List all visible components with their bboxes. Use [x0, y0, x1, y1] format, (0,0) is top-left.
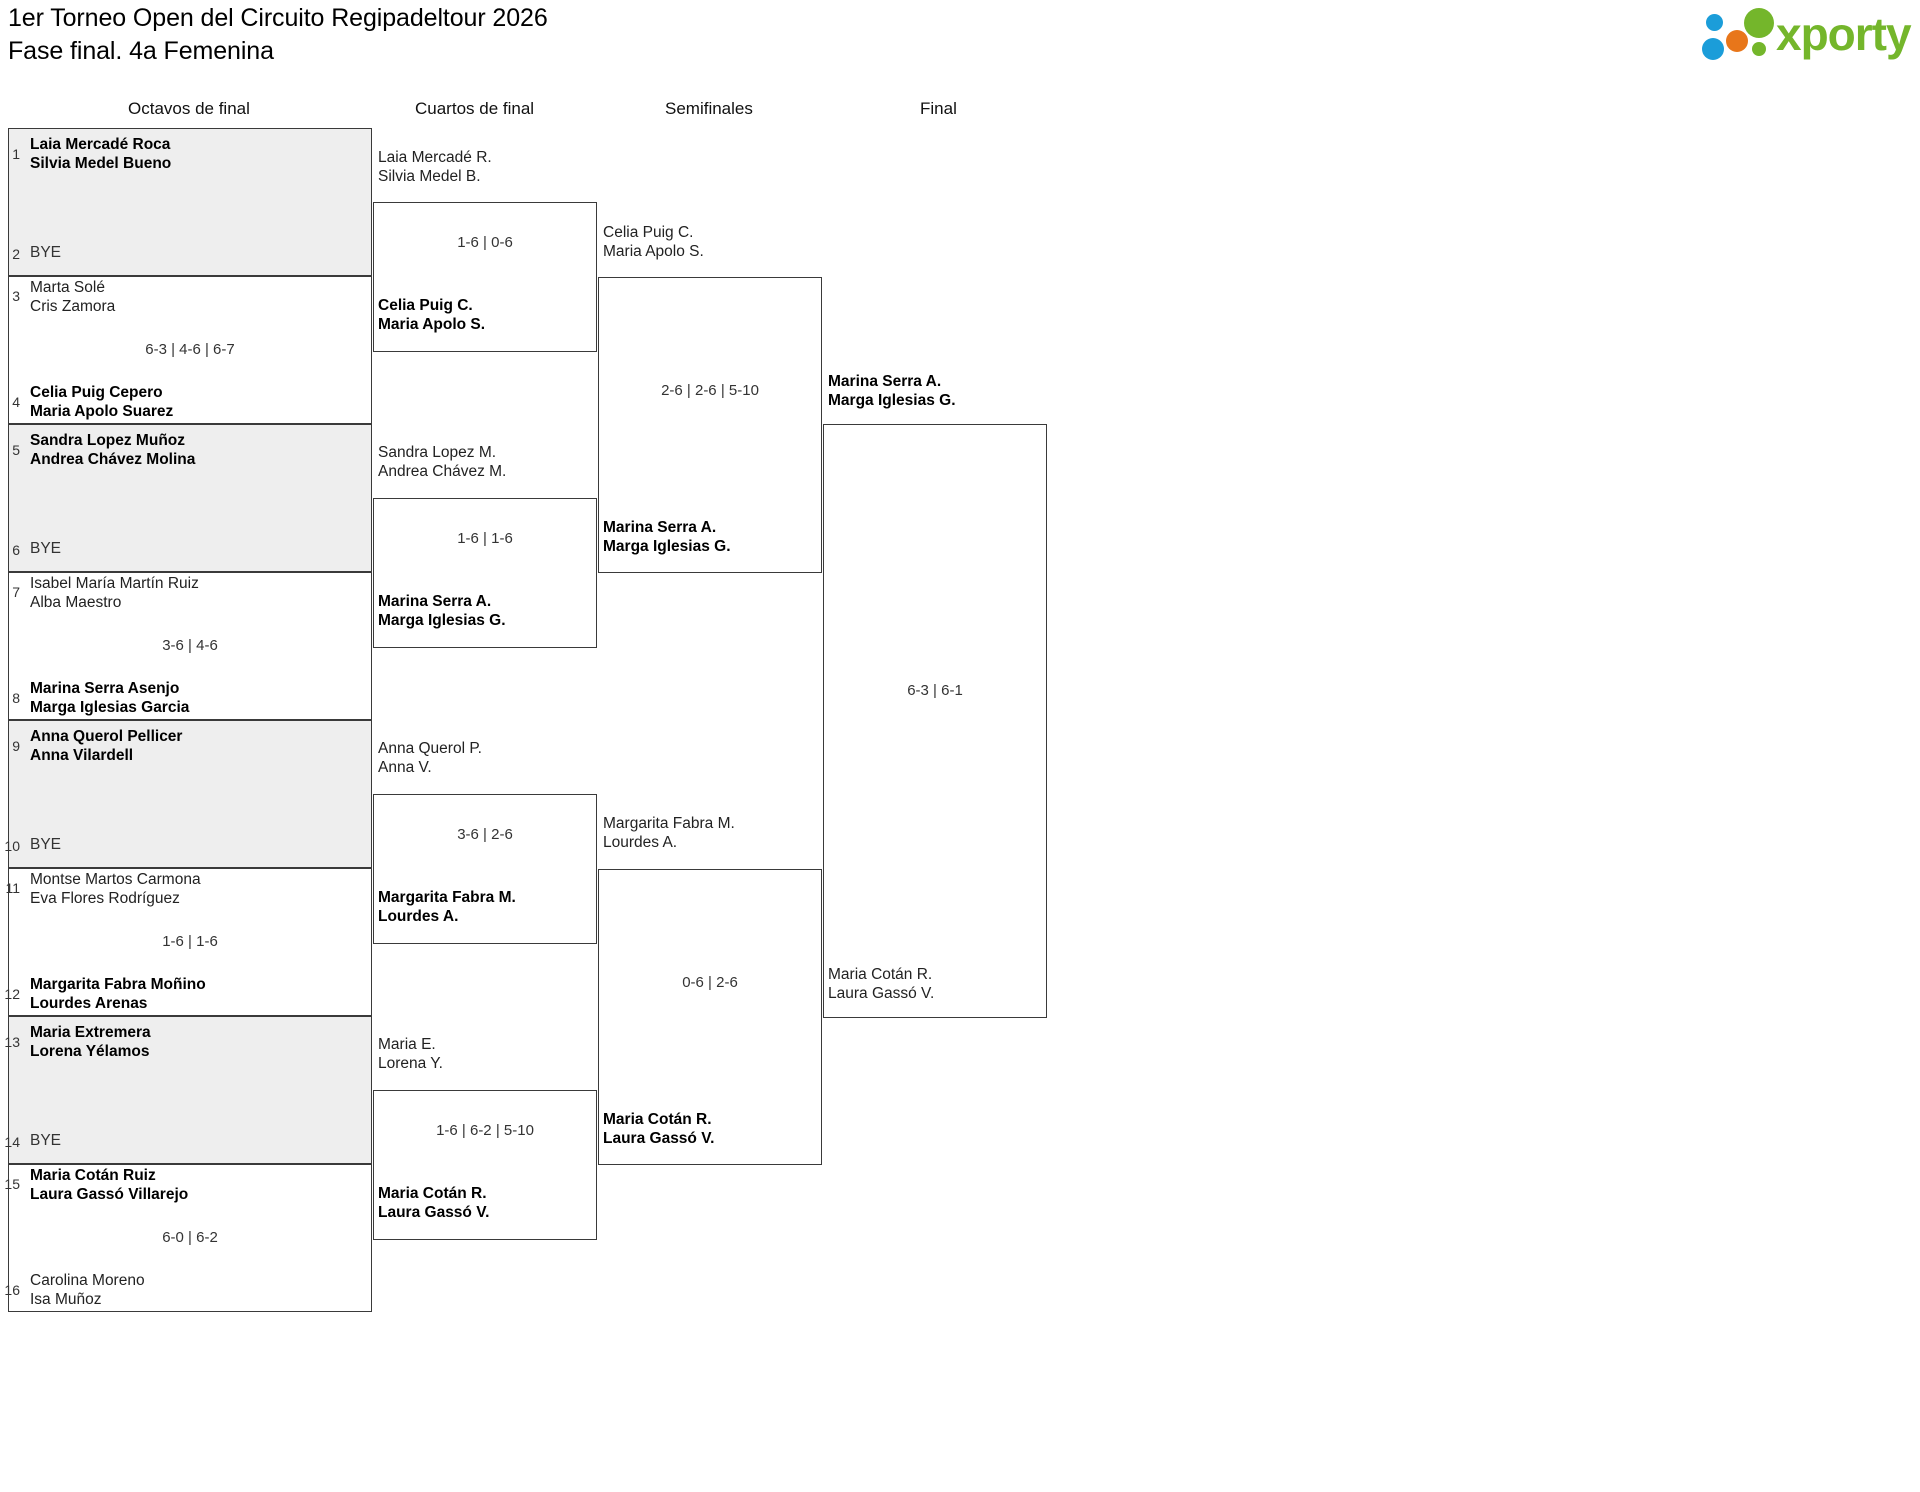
- r16-seed-12: 12: [4, 986, 20, 1002]
- qf2-team-top: Sandra Lopez M. Andrea Chávez M.: [378, 444, 507, 480]
- logo-dots-icon: [1696, 6, 1780, 64]
- final-match[interactable]: [823, 424, 1047, 1018]
- r16-match-3[interactable]: [8, 424, 372, 572]
- r16-score-2: 6-3 | 4-6 | 6-7: [145, 341, 235, 358]
- r16-bye-14: BYE: [30, 1132, 62, 1149]
- r16-match-1[interactable]: [8, 128, 372, 276]
- r16-seed-14: 14: [4, 1134, 20, 1150]
- sf1-score: 2-6 | 2-6 | 5-10: [661, 382, 759, 399]
- logo-wordmark: xporty: [1776, 8, 1912, 60]
- sf-match-1[interactable]: [598, 277, 822, 573]
- r16-match-2[interactable]: [8, 276, 372, 424]
- sf2-team-top: Margarita Fabra M. Lourdes A.: [603, 815, 735, 851]
- r16-seed-7: 7: [12, 584, 20, 600]
- r16-team-11: Montse Martos Carmona Eva Flores Rodrígu…: [30, 871, 201, 907]
- round-header-octavos: Octavos de final: [128, 99, 250, 118]
- qf-match-4[interactable]: [373, 1090, 597, 1240]
- r16-seed-5: 5: [12, 442, 20, 458]
- tournament-title: 1er Torneo Open del Circuito Regipadelto…: [8, 4, 548, 32]
- r16-team-12: Margarita Fabra Moñino Lourdes Arenas: [30, 976, 206, 1012]
- r16-seed-4: 4: [12, 394, 20, 410]
- r16-seed-6: 6: [12, 542, 20, 558]
- qf2-team-bottom: Marina Serra A. Marga Iglesias G.: [378, 593, 506, 629]
- qf1-score: 1-6 | 0-6: [457, 234, 513, 251]
- sf1-team-bottom: Marina Serra A. Marga Iglesias G.: [603, 519, 731, 555]
- r16-match-7[interactable]: [8, 1016, 372, 1164]
- r16-seed-8: 8: [12, 690, 20, 706]
- qf4-team-bottom: Maria Cotán R. Laura Gassó V.: [378, 1185, 490, 1221]
- r16-team-4: Celia Puig Cepero Maria Apolo Suarez: [30, 384, 174, 420]
- tournament-subtitle: Fase final. 4a Femenina: [8, 37, 274, 65]
- r16-bye-6: BYE: [30, 540, 62, 557]
- qf1-team-bottom: Celia Puig C. Maria Apolo S.: [378, 297, 486, 333]
- final-team-bottom: Maria Cotán R. Laura Gassó V.: [828, 966, 935, 1002]
- r16-seed-16: 16: [4, 1282, 20, 1298]
- r16-match-8[interactable]: [8, 1164, 372, 1312]
- r16-seed-2: 2: [12, 246, 20, 262]
- r16-score-4: 3-6 | 4-6: [162, 637, 218, 654]
- xporty-logo: xporty: [1696, 6, 1912, 64]
- r16-bye-2: BYE: [30, 244, 62, 261]
- r16-seed-9: 9: [12, 738, 20, 754]
- qf-match-2[interactable]: [373, 498, 597, 648]
- r16-match-4[interactable]: [8, 572, 372, 720]
- r16-seed-1: 1: [12, 146, 20, 162]
- r16-seed-15: 15: [4, 1176, 20, 1192]
- r16-match-6[interactable]: [8, 868, 372, 1016]
- r16-team-5: Sandra Lopez Muñoz Andrea Chávez Molina: [30, 432, 196, 468]
- r16-score-6: 1-6 | 1-6: [162, 933, 218, 950]
- qf4-team-top: Maria E. Lorena Y.: [378, 1036, 443, 1072]
- round-header-final: Final: [920, 99, 957, 118]
- round-header-semifinales: Semifinales: [665, 99, 753, 118]
- sf2-team-bottom: Maria Cotán R. Laura Gassó V.: [603, 1111, 715, 1147]
- page-title: 1er Torneo Open del Circuito Regipadelto…: [8, 2, 548, 68]
- qf4-score: 1-6 | 6-2 | 5-10: [436, 1122, 534, 1139]
- r16-seed-10: 10: [4, 838, 20, 854]
- r16-seed-3: 3: [12, 288, 20, 304]
- qf3-team-bottom: Margarita Fabra M. Lourdes A.: [378, 889, 516, 925]
- qf-match-1[interactable]: [373, 202, 597, 352]
- r16-team-8: Marina Serra Asenjo Marga Iglesias Garci…: [30, 680, 190, 716]
- r16-team-15: Maria Cotán Ruiz Laura Gassó Villarejo: [30, 1167, 189, 1203]
- r16-team-9: Anna Querol Pellicer Anna Vilardell: [30, 728, 183, 764]
- final-score: 6-3 | 6-1: [907, 682, 963, 699]
- round-header-cuartos: Cuartos de final: [415, 99, 535, 118]
- final-team-top: Marina Serra A. Marga Iglesias G.: [828, 373, 956, 409]
- r16-team-1: Laia Mercadé Roca Silvia Medel Bueno: [30, 136, 172, 172]
- sf2-score: 0-6 | 2-6: [682, 974, 738, 991]
- qf1-team-top: Laia Mercadé R. Silvia Medel B.: [378, 149, 492, 185]
- qf2-score: 1-6 | 1-6: [457, 530, 513, 547]
- r16-bye-10: BYE: [30, 836, 62, 853]
- r16-score-8: 6-0 | 6-2: [162, 1229, 218, 1246]
- r16-team-13: Maria Extremera Lorena Yélamos: [30, 1024, 151, 1060]
- r16-team-3: Marta Solé Cris Zamora: [30, 279, 116, 315]
- qf-match-3[interactable]: [373, 794, 597, 944]
- r16-team-7: Isabel María Martín Ruiz Alba Maestro: [30, 575, 199, 611]
- r16-match-5[interactable]: [8, 720, 372, 868]
- r16-seed-13: 13: [4, 1034, 20, 1050]
- qf3-team-top: Anna Querol P. Anna V.: [378, 740, 482, 776]
- r16-team-16: Carolina Moreno Isa Muñoz: [30, 1272, 145, 1308]
- r16-seed-11: 11: [5, 880, 20, 896]
- sf1-team-top: Celia Puig C. Maria Apolo S.: [603, 224, 704, 260]
- sf-match-2[interactable]: [598, 869, 822, 1165]
- qf3-score: 3-6 | 2-6: [457, 826, 513, 843]
